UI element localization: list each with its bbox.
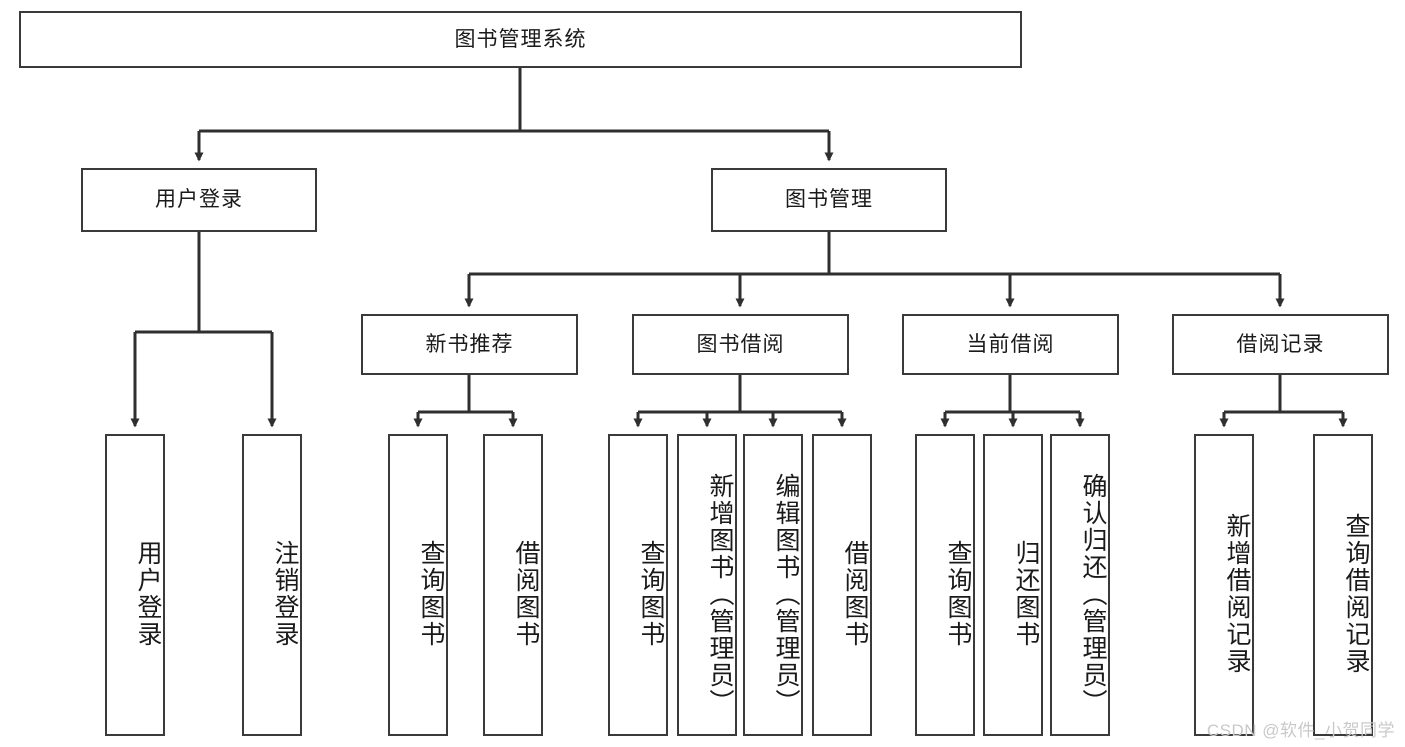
leaf-query-book-2[interactable]: 查询图书 bbox=[608, 434, 668, 736]
leaf-query-book-1[interactable]: 查询图书 bbox=[388, 434, 448, 736]
node-user-login-label: 用户登录 bbox=[155, 188, 243, 212]
node-borrow-record[interactable]: 借阅记录 bbox=[1172, 314, 1389, 375]
leaf-user-login[interactable]: 用户登录 bbox=[105, 434, 165, 736]
node-current-borrow[interactable]: 当前借阅 bbox=[902, 314, 1119, 375]
leaf-return-book[interactable]: 归还图书 bbox=[983, 434, 1043, 736]
node-book-borrow-label: 图书借阅 bbox=[696, 332, 785, 356]
leaf-query-book-3-label: 查询图书 bbox=[944, 540, 972, 648]
leaf-query-book-1-label: 查询图书 bbox=[417, 540, 445, 648]
leaf-query-record[interactable]: 查询借阅记录 bbox=[1313, 434, 1373, 736]
leaf-query-book-2-label: 查询图书 bbox=[637, 540, 665, 648]
leaf-query-book-3[interactable]: 查询图书 bbox=[915, 434, 975, 736]
node-borrow-record-label: 借阅记录 bbox=[1236, 332, 1325, 356]
leaf-borrow-book-2-label: 借阅图书 bbox=[841, 540, 869, 648]
leaf-add-book[interactable]: 新增图书（管理员） bbox=[677, 434, 737, 736]
leaf-confirm-return[interactable]: 确认归还（管理员） bbox=[1050, 434, 1110, 736]
leaf-borrow-book-2[interactable]: 借阅图书 bbox=[812, 434, 872, 736]
node-root-label: 图书管理系统 bbox=[454, 27, 587, 51]
leaf-edit-book-label: 编辑图书（管理员） bbox=[772, 472, 800, 716]
node-book-manage-label: 图书管理 bbox=[785, 188, 873, 212]
leaf-edit-book[interactable]: 编辑图书（管理员） bbox=[743, 434, 803, 736]
leaf-add-record-label: 新增借阅记录 bbox=[1223, 513, 1251, 675]
node-book-manage[interactable]: 图书管理 bbox=[711, 168, 947, 232]
leaf-query-record-label: 查询借阅记录 bbox=[1342, 513, 1370, 675]
leaf-add-book-label: 新增图书（管理员） bbox=[706, 472, 734, 716]
leaf-confirm-return-label: 确认归还（管理员） bbox=[1079, 472, 1107, 716]
node-current-borrow-label: 当前借阅 bbox=[966, 332, 1055, 356]
leaf-borrow-book-1-label: 借阅图书 bbox=[512, 540, 540, 648]
leaf-borrow-book-1[interactable]: 借阅图书 bbox=[483, 434, 543, 736]
node-book-borrow[interactable]: 图书借阅 bbox=[632, 314, 849, 375]
node-user-login[interactable]: 用户登录 bbox=[81, 168, 317, 232]
leaf-user-login-label: 用户登录 bbox=[134, 540, 162, 648]
leaf-logout[interactable]: 注销登录 bbox=[242, 434, 302, 736]
csdn-watermark: CSDN @软件_小贺同学 bbox=[1206, 721, 1395, 740]
leaf-add-record[interactable]: 新增借阅记录 bbox=[1194, 434, 1254, 736]
node-root[interactable]: 图书管理系统 bbox=[19, 11, 1022, 68]
leaf-return-book-label: 归还图书 bbox=[1012, 540, 1040, 648]
node-new-book-rec-label: 新书推荐 bbox=[425, 332, 514, 356]
leaf-logout-label: 注销登录 bbox=[271, 540, 299, 648]
node-new-book-rec[interactable]: 新书推荐 bbox=[361, 314, 578, 375]
